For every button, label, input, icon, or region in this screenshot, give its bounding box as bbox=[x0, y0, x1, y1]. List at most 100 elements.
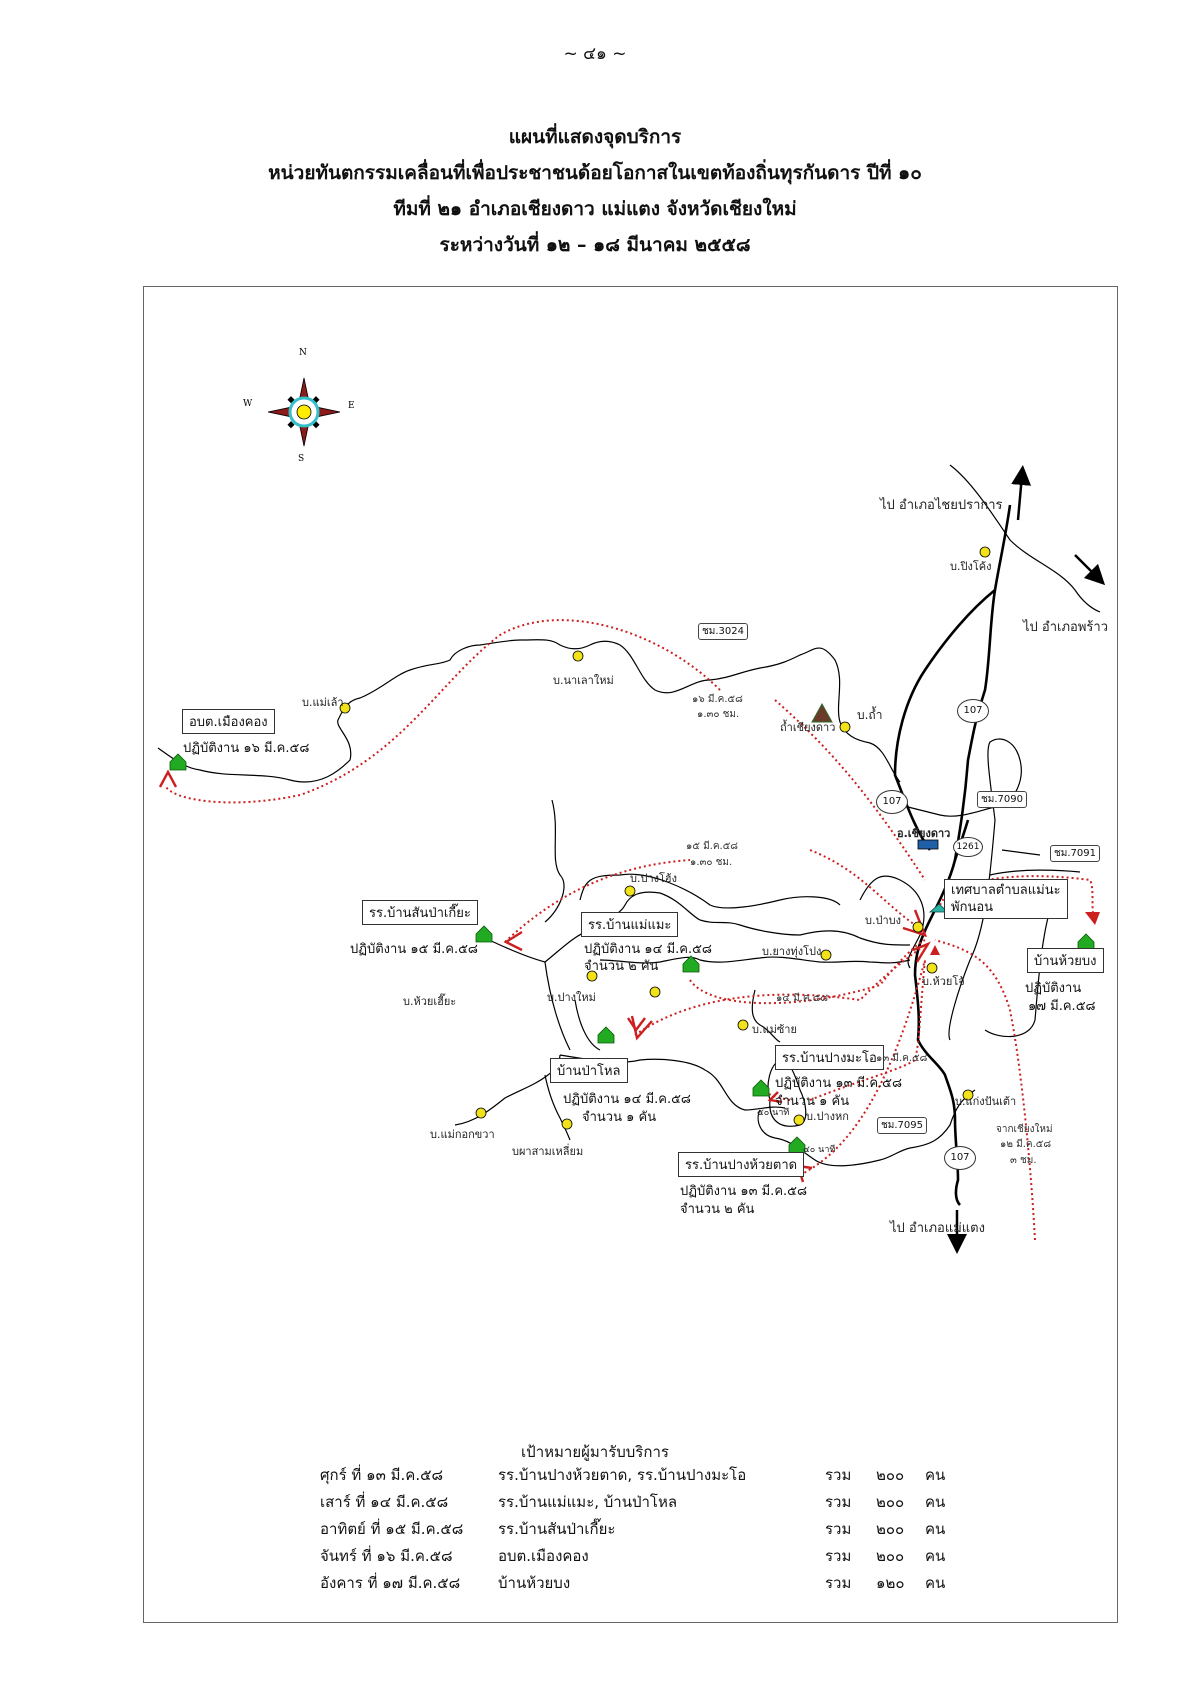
trip-14-date: ๑๔ มี.ค.๕๘ bbox=[776, 993, 829, 1004]
trip-16-date: ๑๖ มี.ค.๕๘ bbox=[692, 694, 743, 705]
legend-day: อาทิตย์ ที่ ๑๕ มี.ค.๕๘ bbox=[320, 1520, 464, 1538]
school-icon bbox=[169, 753, 187, 771]
school-icon bbox=[788, 1136, 806, 1154]
site-pang-ma-o: รร.บ้านปางมะโอ bbox=[775, 1045, 884, 1070]
road-marker-3024: ชม.3024 bbox=[698, 623, 749, 640]
road-marker-107: 107 bbox=[957, 699, 989, 723]
village-icon bbox=[820, 949, 832, 961]
legend-sum: รวม bbox=[825, 1493, 852, 1511]
legend-count: ๒๐๐ bbox=[876, 1493, 905, 1511]
legend-sum: รวม bbox=[825, 1520, 852, 1538]
village-icon bbox=[926, 962, 938, 974]
school-icon bbox=[752, 1079, 770, 1097]
site-vehicles: จำนวน ๒ คัน bbox=[680, 1202, 755, 1217]
compass-s: S bbox=[298, 454, 304, 464]
legend-unit: คน bbox=[925, 1574, 946, 1592]
route-arrowhead-filled bbox=[1085, 912, 1100, 925]
arrow-east-icon bbox=[1074, 554, 1106, 586]
site-pang-huai-tat: รร.บ้านปางห้วยตาด bbox=[678, 1152, 805, 1177]
trip-12-time: ๓ ชม. bbox=[1010, 1155, 1037, 1166]
direction-mae-taeng: ไป อำเภอแม่แตง bbox=[890, 1221, 985, 1236]
trip-12-origin: จากเชียงใหม่ bbox=[996, 1124, 1053, 1135]
base-name: เทศบาลตำบลแม่นะ bbox=[951, 883, 1061, 898]
legend-place: บ้านห้วยบง bbox=[498, 1574, 571, 1592]
legend-sum: รวม bbox=[825, 1466, 852, 1484]
road-marker-107: 107 bbox=[876, 790, 908, 814]
site-note: ปฏิบัติงาน ๑๕ มี.ค.๕๘ bbox=[350, 942, 478, 957]
legend-count: ๒๐๐ bbox=[876, 1547, 905, 1565]
legend-place: รร.บ้านแม่แมะ, บ้านป่าโหล bbox=[498, 1493, 678, 1511]
road-marker-107: 107 bbox=[944, 1146, 976, 1170]
legend-row: อาทิตย์ ที่ ๑๕ มี.ค.๕๘ รร.บ้านสันป่าเกี๊… bbox=[320, 1517, 960, 1543]
legend-day: อังคาร ที่ ๑๗ มี.ค.๕๘ bbox=[320, 1574, 461, 1592]
village-icon bbox=[912, 921, 924, 933]
village-label: บ.นาเลาใหม่ bbox=[553, 674, 614, 687]
direction-chai-prakan: ไป อำเภอไชยปราการ bbox=[880, 498, 1003, 513]
site-note: ปฏิบัติงาน ๑๖ มี.ค.๕๘ bbox=[183, 741, 310, 756]
village-icon bbox=[839, 721, 851, 733]
legend-place: รร.บ้านสันป่าเกี๊ยะ bbox=[498, 1520, 616, 1538]
trip-16-time: ๑.๓๐ ชม. bbox=[697, 709, 740, 720]
legend-count: ๑๒๐ bbox=[876, 1574, 905, 1592]
site-note: ปฏิบัติงาน ๑๓ มี.ค.๕๘ bbox=[775, 1076, 903, 1091]
village-label: บ.แม่กอกขวา bbox=[430, 1128, 495, 1141]
village-label: บผาสามเหลี่ยม bbox=[512, 1145, 584, 1158]
site-huai-bong: บ้านห้วยบง bbox=[1027, 948, 1104, 973]
legend-sum: รวม bbox=[825, 1547, 852, 1565]
village-label: บ.ปางหก bbox=[806, 1110, 849, 1123]
village-label: บ.ห้วยเฮี๊ยะ bbox=[403, 995, 457, 1008]
village-icon bbox=[561, 1118, 573, 1130]
village-icon bbox=[979, 546, 991, 558]
village-icons bbox=[339, 546, 991, 1130]
legend-unit: คน bbox=[925, 1520, 946, 1538]
travel-time: ๕๐ นาที bbox=[757, 1108, 790, 1118]
route-arrowheads bbox=[158, 769, 931, 1183]
legend-row: อังคาร ที่ ๑๗ มี.ค.๕๘ บ้านห้วยบง รวม ๑๒๐… bbox=[320, 1571, 960, 1597]
site-note: ๑๗ มี.ค.๕๘ bbox=[1028, 999, 1096, 1014]
trip-15-date: ๑๕ มี.ค.๕๘ bbox=[686, 841, 739, 852]
compass-e: E bbox=[348, 401, 355, 411]
village-label: บ.ปางโฮ้ง bbox=[630, 872, 678, 885]
village-icon bbox=[737, 1019, 749, 1031]
district-office-icon bbox=[917, 839, 939, 850]
map-date-range: ระหว่างวันที่ ๑๒ – ๑๘ มีนาคม ๒๕๕๘ bbox=[439, 234, 751, 256]
road-marker-7090: ชม.7090 bbox=[977, 791, 1028, 808]
trip-12-date: ๑๒ มี.ค.๕๘ bbox=[1000, 1139, 1052, 1150]
legend-sum: รวม bbox=[825, 1574, 852, 1592]
legend-row: จันทร์ ที่ ๑๖ มี.ค.๕๘ อบต.เมืองคอง รวม ๒… bbox=[320, 1544, 960, 1570]
trip-15-time: ๑.๓๐ ชม. bbox=[690, 857, 733, 868]
route-lines bbox=[164, 619, 1096, 1241]
legend-day: เสาร์ ที่ ๑๔ มี.ค.๕๘ bbox=[320, 1493, 449, 1511]
route-arrowhead-filled bbox=[930, 945, 940, 955]
legend-unit: คน bbox=[925, 1466, 946, 1484]
village-label: บ.ห้วยโจ้ bbox=[922, 975, 965, 988]
compass-rose-icon bbox=[267, 377, 341, 447]
legend-count: ๒๐๐ bbox=[876, 1520, 905, 1538]
compass-n: N bbox=[299, 348, 307, 358]
village-label: บ.แม่เล้า bbox=[302, 696, 344, 709]
site-vehicles: จำนวน ๒ คัน bbox=[584, 959, 659, 974]
village-label: บ.ถ้ำ bbox=[857, 708, 883, 722]
village-icon bbox=[572, 650, 584, 662]
site-vehicles: จำนวน ๑ คัน bbox=[775, 1094, 850, 1109]
site-san-pa-kia: รร.บ้านสันป่าเกี๊ยะ bbox=[362, 900, 478, 925]
map-title: แผนที่แสดงจุดบริการ bbox=[508, 126, 682, 148]
site-note: ปฏิบัติงาน bbox=[1025, 981, 1082, 996]
legend-day: ศุกร์ ที่ ๑๓ มี.ค.๕๘ bbox=[320, 1466, 444, 1484]
legend-day: จันทร์ ที่ ๑๖ มี.ค.๕๘ bbox=[320, 1547, 453, 1565]
legend-place: อบต.เมืองคอง bbox=[498, 1547, 589, 1565]
site-pa-lo: บ้านป่าโหล bbox=[550, 1058, 628, 1083]
map-team-line: ทีมที่ ๒๑ อำเภอเชียงดาว แม่แตง จังหวัดเช… bbox=[393, 198, 797, 220]
site-note: ปฏิบัติงาน ๑๓ มี.ค.๕๘ bbox=[680, 1184, 808, 1199]
village-label: บ.ยางทุ่งโปง bbox=[762, 945, 822, 958]
legend-row: เสาร์ ที่ ๑๔ มี.ค.๕๘ รร.บ้านแม่แมะ, บ้าน… bbox=[320, 1490, 960, 1516]
legend-place: รร.บ้านปางห้วยตาด, รร.บ้านปางมะโอ bbox=[498, 1466, 747, 1484]
village-icon bbox=[475, 1107, 487, 1119]
site-mae-mae: รร.บ้านแม่แมะ bbox=[581, 912, 679, 937]
site-mueang-khong: อบต.เมืองคอง bbox=[182, 709, 275, 734]
direction-phrao: ไป อำเภอพร้าว bbox=[1023, 620, 1109, 635]
cave-icon bbox=[811, 702, 833, 723]
legend-row: ศุกร์ ที่ ๑๓ มี.ค.๕๘ รร.บ้านปางห้วยตาด, … bbox=[320, 1463, 960, 1489]
tent-icon bbox=[928, 903, 950, 913]
